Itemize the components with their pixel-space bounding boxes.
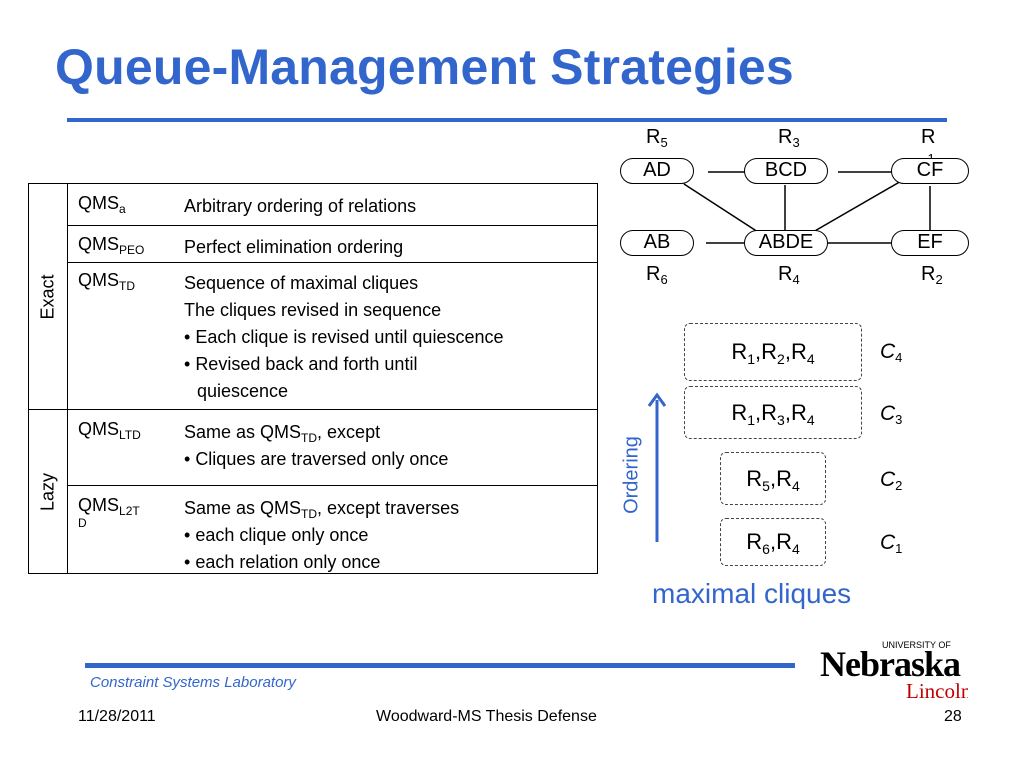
clique-label-c3: C3 bbox=[880, 402, 903, 427]
group-exact: Exact QMSa Arbitrary ordering of relatio… bbox=[29, 184, 597, 409]
footer-presentation-title: Woodward-MS Thesis Defense bbox=[376, 708, 597, 725]
ordering-arrow-icon bbox=[647, 392, 667, 542]
university-logo: UNIVERSITY OF Nebraska Lincoln bbox=[818, 636, 972, 703]
table-row: QMSTD Sequence of maximal cliques The cl… bbox=[67, 263, 597, 409]
qms-description: Same as QMSTD, except traverses each cli… bbox=[184, 495, 593, 576]
clique-box-c2: R5,R4 bbox=[720, 452, 826, 505]
clique-box-c3: R1,R3,R4 bbox=[684, 386, 862, 439]
graph-node-ab: AB bbox=[620, 230, 694, 256]
relation-label: R6 bbox=[646, 263, 668, 287]
logo-name: Nebraska bbox=[820, 644, 961, 684]
graph-node-ad: AD bbox=[620, 158, 694, 184]
logo-top-line: UNIVERSITY OF bbox=[882, 640, 951, 650]
group-label-lazy: Lazy bbox=[37, 472, 58, 511]
maximal-cliques-caption: maximal cliques bbox=[652, 578, 852, 609]
clique-label-c2: C2 bbox=[880, 468, 903, 493]
relation-label: R3 bbox=[778, 126, 800, 150]
title-underline bbox=[67, 118, 947, 122]
constraint-graph: R5 R3 R1 AD BCD CF AB ABDE EF R6 R4 R2 bbox=[608, 120, 988, 300]
logo-city: Lincoln bbox=[906, 679, 968, 702]
edge-cf-abde bbox=[812, 179, 904, 233]
qms-description: Perfect elimination ordering bbox=[184, 237, 404, 257]
qms-name: QMSPEO bbox=[78, 234, 145, 257]
table-row: QMSPEO Perfect elimination ordering bbox=[67, 226, 597, 263]
table-row: QMSLTD Same as QMSTD, except Cliques are… bbox=[67, 410, 597, 486]
clique-box-c1: R6,R4 bbox=[720, 518, 826, 566]
graph-node-cf: CF bbox=[891, 158, 969, 184]
graph-node-bcd: BCD bbox=[744, 158, 828, 184]
qms-name: QMSa bbox=[78, 193, 126, 216]
table-row: QMSa Arbitrary ordering of relations bbox=[67, 184, 597, 226]
footer-date: 11/28/2011 bbox=[78, 708, 156, 725]
group-label-exact: Exact bbox=[37, 273, 58, 320]
qms-table: Exact QMSa Arbitrary ordering of relatio… bbox=[28, 183, 598, 574]
graph-node-abde: ABDE bbox=[744, 230, 828, 256]
footer-rule bbox=[85, 663, 795, 668]
page-number: 28 bbox=[944, 708, 962, 725]
slide-title: Queue-Management Strategies bbox=[55, 39, 794, 95]
qms-name: QMSTD bbox=[78, 270, 136, 293]
clique-label-c4: C4 bbox=[880, 340, 903, 365]
group-lazy: Lazy QMSLTD Same as QMSTD, except Clique… bbox=[29, 409, 597, 573]
clique-label-c1: C1 bbox=[880, 531, 903, 556]
graph-node-ef: EF bbox=[891, 230, 969, 256]
qms-description: Same as QMSTD, except Cliques are traver… bbox=[184, 419, 593, 473]
relation-label: R2 bbox=[921, 263, 943, 287]
qms-description: Arbitrary ordering of relations bbox=[184, 196, 417, 216]
relation-label: R5 bbox=[646, 126, 668, 150]
relation-label: R4 bbox=[778, 263, 800, 287]
ordering-label: Ordering bbox=[620, 436, 643, 514]
lab-name: Constraint Systems Laboratory bbox=[90, 674, 296, 691]
edge-ad-abde bbox=[683, 183, 759, 233]
qms-name: QMSLTD bbox=[78, 419, 141, 442]
clique-box-c4: R1,R2,R4 bbox=[684, 323, 862, 381]
qms-description: Sequence of maximal cliques The cliques … bbox=[184, 270, 593, 405]
